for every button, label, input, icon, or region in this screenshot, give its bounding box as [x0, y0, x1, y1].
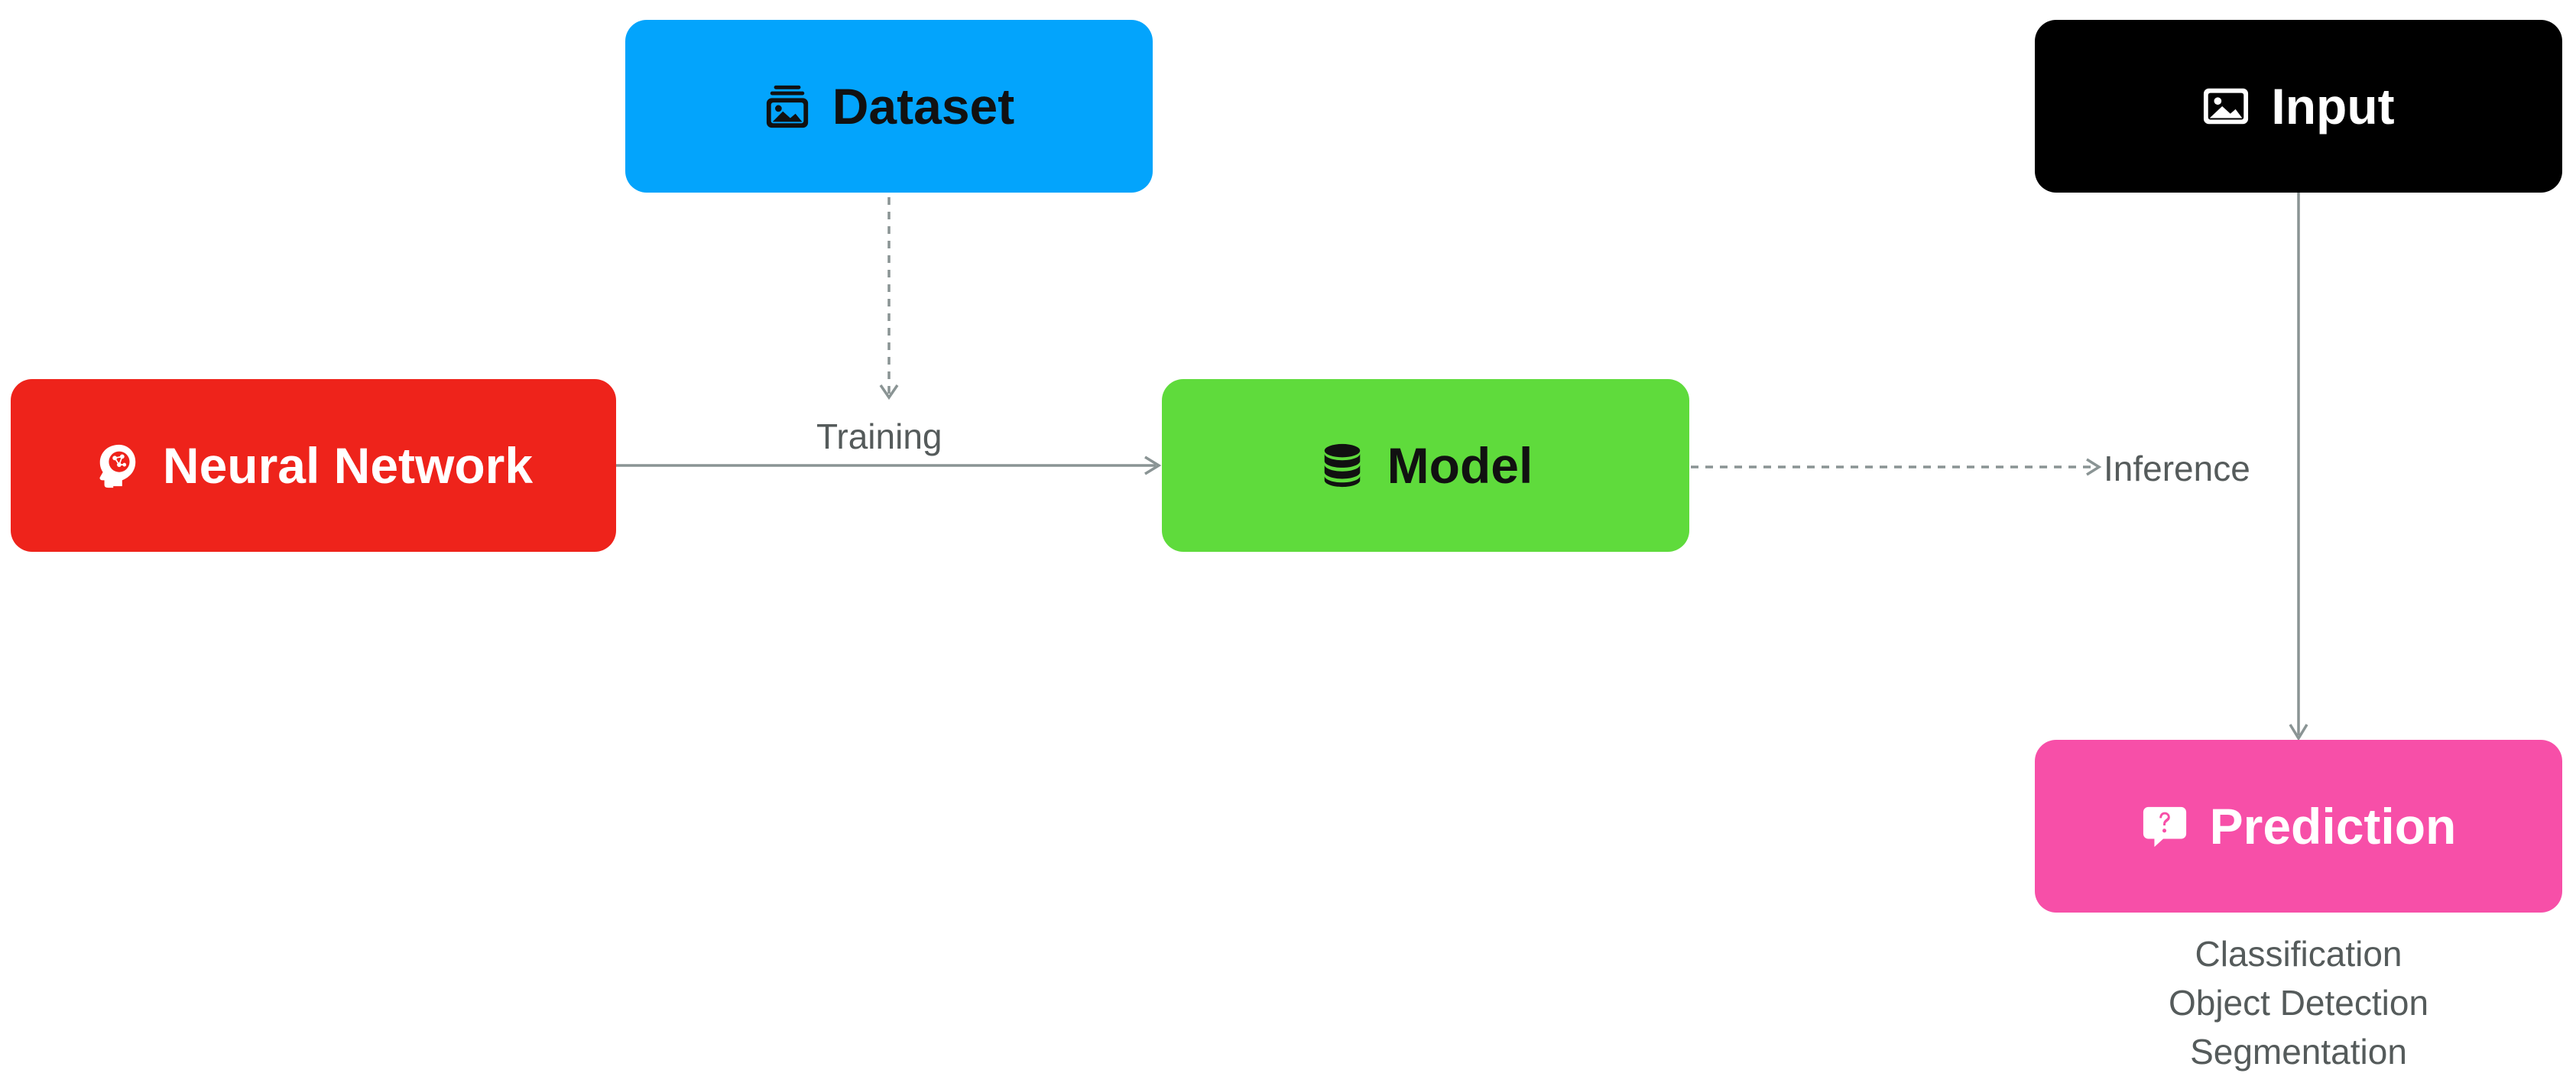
brain-head-icon [94, 442, 141, 489]
inference-edge-label: Inference [2104, 449, 2250, 488]
prediction-label: Prediction [2209, 798, 2457, 854]
input-label: Input [2271, 78, 2395, 135]
input-node: Input [2035, 20, 2562, 193]
image-icon [2202, 83, 2250, 130]
prediction-node: Prediction [2035, 740, 2562, 913]
dataset-node: Dataset [625, 20, 1153, 193]
neural-network-node: Neural Network [11, 379, 616, 552]
input-to-prediction-arrowhead [2289, 724, 2308, 741]
model-label: Model [1387, 437, 1533, 494]
prediction-output-item: Segmentation [2190, 1032, 2407, 1072]
prediction-output-item: Object Detection [2168, 983, 2429, 1023]
training-edge-label: Training [816, 417, 942, 456]
neural-to-model-arrowhead [1144, 456, 1162, 475]
model-to-inference-arrowhead [2086, 458, 2102, 476]
model-node: Model [1162, 379, 1689, 552]
prediction-output-item: Classification [2195, 934, 2402, 974]
neural-network-label: Neural Network [162, 437, 534, 494]
question-bubble-icon [2141, 803, 2188, 850]
image-stack-icon [764, 83, 811, 130]
database-icon [1319, 442, 1366, 489]
dataset-to-training-arrowhead [879, 384, 899, 400]
dataset-label: Dataset [832, 78, 1015, 135]
prediction-outputs-list: Classification Object Detection Segmenta… [2035, 929, 2562, 1076]
